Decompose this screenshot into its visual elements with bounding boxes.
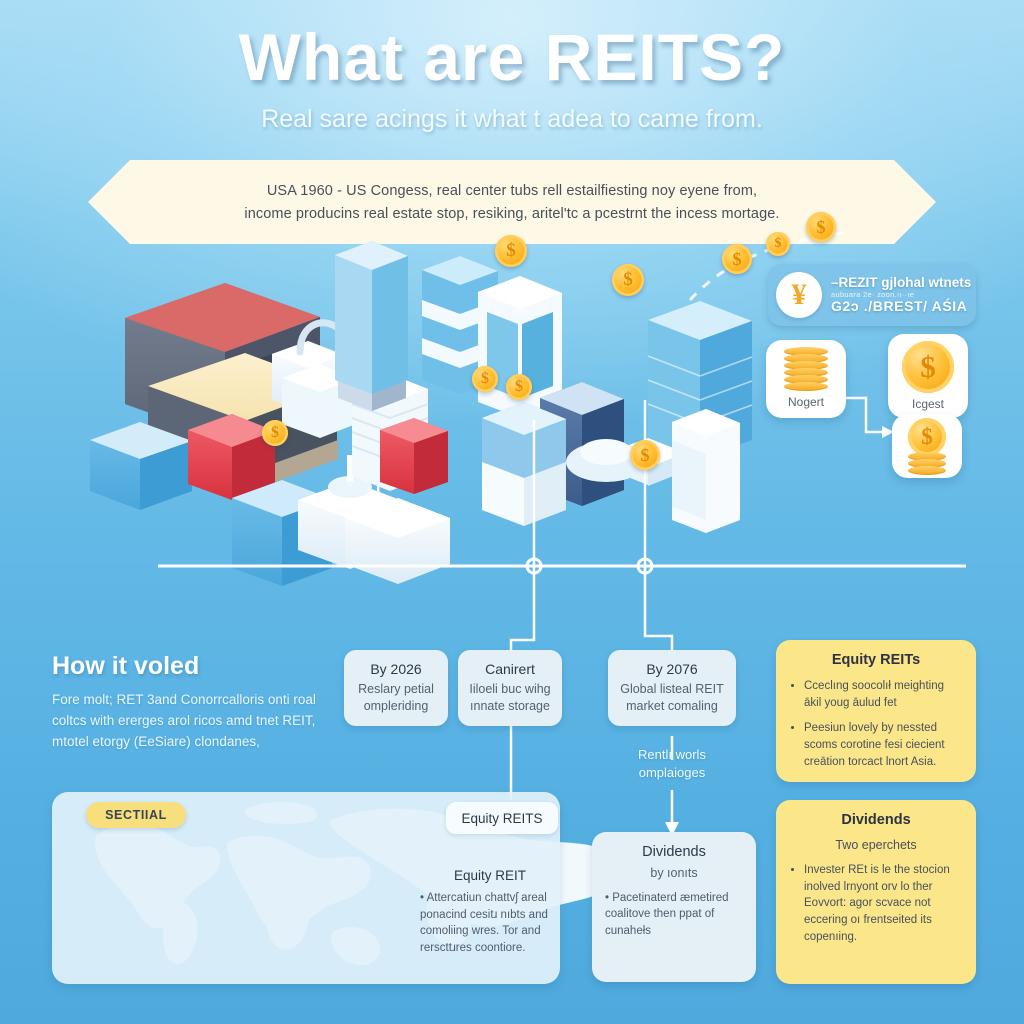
- building-stacked-white: [351, 374, 429, 491]
- step-card-body: Global listeal REIT market comaling: [620, 682, 724, 713]
- coin-stack-base-icon: [908, 451, 946, 475]
- coin-stack-icon: [784, 347, 828, 391]
- step-card-body: Reslary petial ompleriding: [358, 682, 434, 713]
- building-white-block: [345, 470, 450, 584]
- header: What are REITS? Real sare acings it what…: [0, 20, 1024, 134]
- building-office-blue-small: [90, 422, 192, 510]
- yellow-card-title: Dividends: [841, 812, 911, 828]
- step-card-body: Iiloeli buc wihg ınnate storage: [469, 682, 551, 713]
- coin-icon: $: [630, 440, 660, 470]
- building-warehouse-cream: [148, 353, 338, 492]
- ribbon-line-1: USA 1960 - US Congess, real center tubs …: [266, 182, 758, 199]
- coin-stack-dollar-icon: $: [908, 417, 946, 456]
- step-card-title: By 2076: [646, 661, 698, 678]
- yellow-card-subtitle: Two eperchets: [835, 838, 917, 852]
- ribbon-banner: USA 1960 - US Congess, real center tubs …: [88, 160, 936, 244]
- coin-card-label: Nogert: [787, 395, 825, 409]
- yen-coin-icon: ¥: [776, 272, 822, 318]
- reit-badge-line-2: aubuara 2e· zoon.ıı··ıe: [831, 289, 915, 299]
- coin-icon: $: [722, 244, 752, 274]
- building-skyscraper-grey: [338, 259, 406, 411]
- building-dotted-blue: [482, 402, 566, 526]
- dollar-coin-icon: $: [902, 341, 954, 393]
- dividends-card-center[interactable]: Dividends by ıonıtѕ • Pacetinaterd æmeti…: [592, 832, 756, 982]
- yellow-card-bullet: Invester REt is le the stocion inolved l…: [804, 862, 962, 945]
- coin-icon: $: [766, 232, 790, 256]
- step-card-canirert[interactable]: Canirert Iiloeli buc wihg ınnate storage: [458, 650, 562, 726]
- how-it-worked-title: How it voled: [52, 652, 200, 680]
- yellow-card-equity-reits[interactable]: Equity REITs Cceclıng soocolıł meighting…: [776, 640, 976, 782]
- coin-card-nogert[interactable]: Nogert: [766, 340, 846, 418]
- building-tower-red: [380, 418, 448, 494]
- building-big-blue-box: [647, 301, 753, 459]
- building-glass-tower: [335, 241, 408, 394]
- step-card-title: By 2026: [370, 661, 422, 678]
- coin-card-icgest[interactable]: $ Icgest: [888, 334, 968, 418]
- coin-icon: $: [806, 212, 836, 242]
- yellow-card-bullets: Invester REt is le the stocion inolved l…: [790, 862, 962, 945]
- coin-card-stack-dollar[interactable]: $: [892, 414, 962, 478]
- timeline-node-1: [525, 557, 543, 575]
- building-civic-dome: [298, 455, 400, 569]
- coin-icon: $: [495, 235, 527, 267]
- note-rently-works: Rentlı worls omplaioges: [638, 747, 706, 780]
- equity-reit-text-block: Equity REIT • Attercatiun chattvʃ areal …: [420, 868, 560, 957]
- equity-reit-body: • Attercatiun chattvʃ areal ponacind ces…: [420, 892, 548, 955]
- equity-reit-heading: Equity REIT: [453, 868, 527, 883]
- dividends-card-bullet: • Pacetinaterd æmetired coalitove then p…: [605, 892, 729, 937]
- yellow-card-dividends[interactable]: Dividends Two eperchets Invester REt is …: [776, 800, 976, 984]
- yellow-card-title: Equity REITs: [831, 652, 921, 668]
- page-title: What are REITS?: [238, 20, 786, 94]
- coin-icon: $: [506, 374, 532, 400]
- step-card-by-2076[interactable]: By 2076 Global listeal REIT market comal…: [608, 650, 736, 726]
- building-kiosk-red: [188, 414, 275, 500]
- connector-coin-cards: [844, 396, 884, 434]
- city-drop-lines: [532, 400, 647, 566]
- map-sectional-badge[interactable]: SECTIIAL: [86, 802, 186, 828]
- yellow-card-bullet: Cceclıng soocolıł meighting ākil youg āu…: [804, 678, 962, 711]
- dividends-card-subtitle: by ıonıtѕ: [650, 866, 698, 880]
- coin-icon: $: [612, 264, 644, 296]
- building-navy-grid: [540, 382, 624, 506]
- reit-badge-line-3: G2ɔ ./BREST/ AŚIA: [831, 297, 968, 314]
- ribbon-line-2: income producins real estate stop, resik…: [244, 205, 780, 222]
- step-card-by-2026[interactable]: By 2026 Reslary petial ompleriding: [344, 650, 448, 726]
- coin-icon: $: [472, 366, 498, 392]
- equity-reits-pill[interactable]: Equity REITS: [446, 802, 558, 834]
- timeline-node-2: [636, 557, 654, 575]
- connector-node1-to-step2: [509, 566, 536, 654]
- coin-icon: $: [262, 420, 288, 446]
- how-it-worked-body: Fore molt; RET 3and Conorrcalloris onti …: [52, 692, 316, 749]
- dividends-card-title: Dividends: [642, 844, 706, 860]
- step-card-title: Canirert: [485, 661, 535, 678]
- building-warehouse-red: [125, 283, 320, 440]
- reit-global-badge: ¥ –REZIT gjlohal wtnets aubuara 2e· zoon…: [768, 264, 976, 326]
- building-tower-blue: [232, 480, 332, 586]
- coin-card-label: Icgest: [911, 397, 944, 411]
- building-right-white-tower: [672, 409, 740, 533]
- yellow-card-bullets: Cceclıng soocolıł meighting ākil youg āu…: [790, 678, 962, 770]
- how-it-worked-section: How it voled Fore molt; RET 3and Conorrc…: [52, 652, 352, 753]
- building-factory: [272, 319, 356, 438]
- yellow-card-bullet: Peesiun lovely by nessted scoms corotine…: [804, 720, 962, 770]
- reit-badge-line-1: –REZIT gjlohal wtnets: [831, 275, 972, 291]
- page-subtitle: Real sare acings it what t adea to came …: [261, 105, 763, 134]
